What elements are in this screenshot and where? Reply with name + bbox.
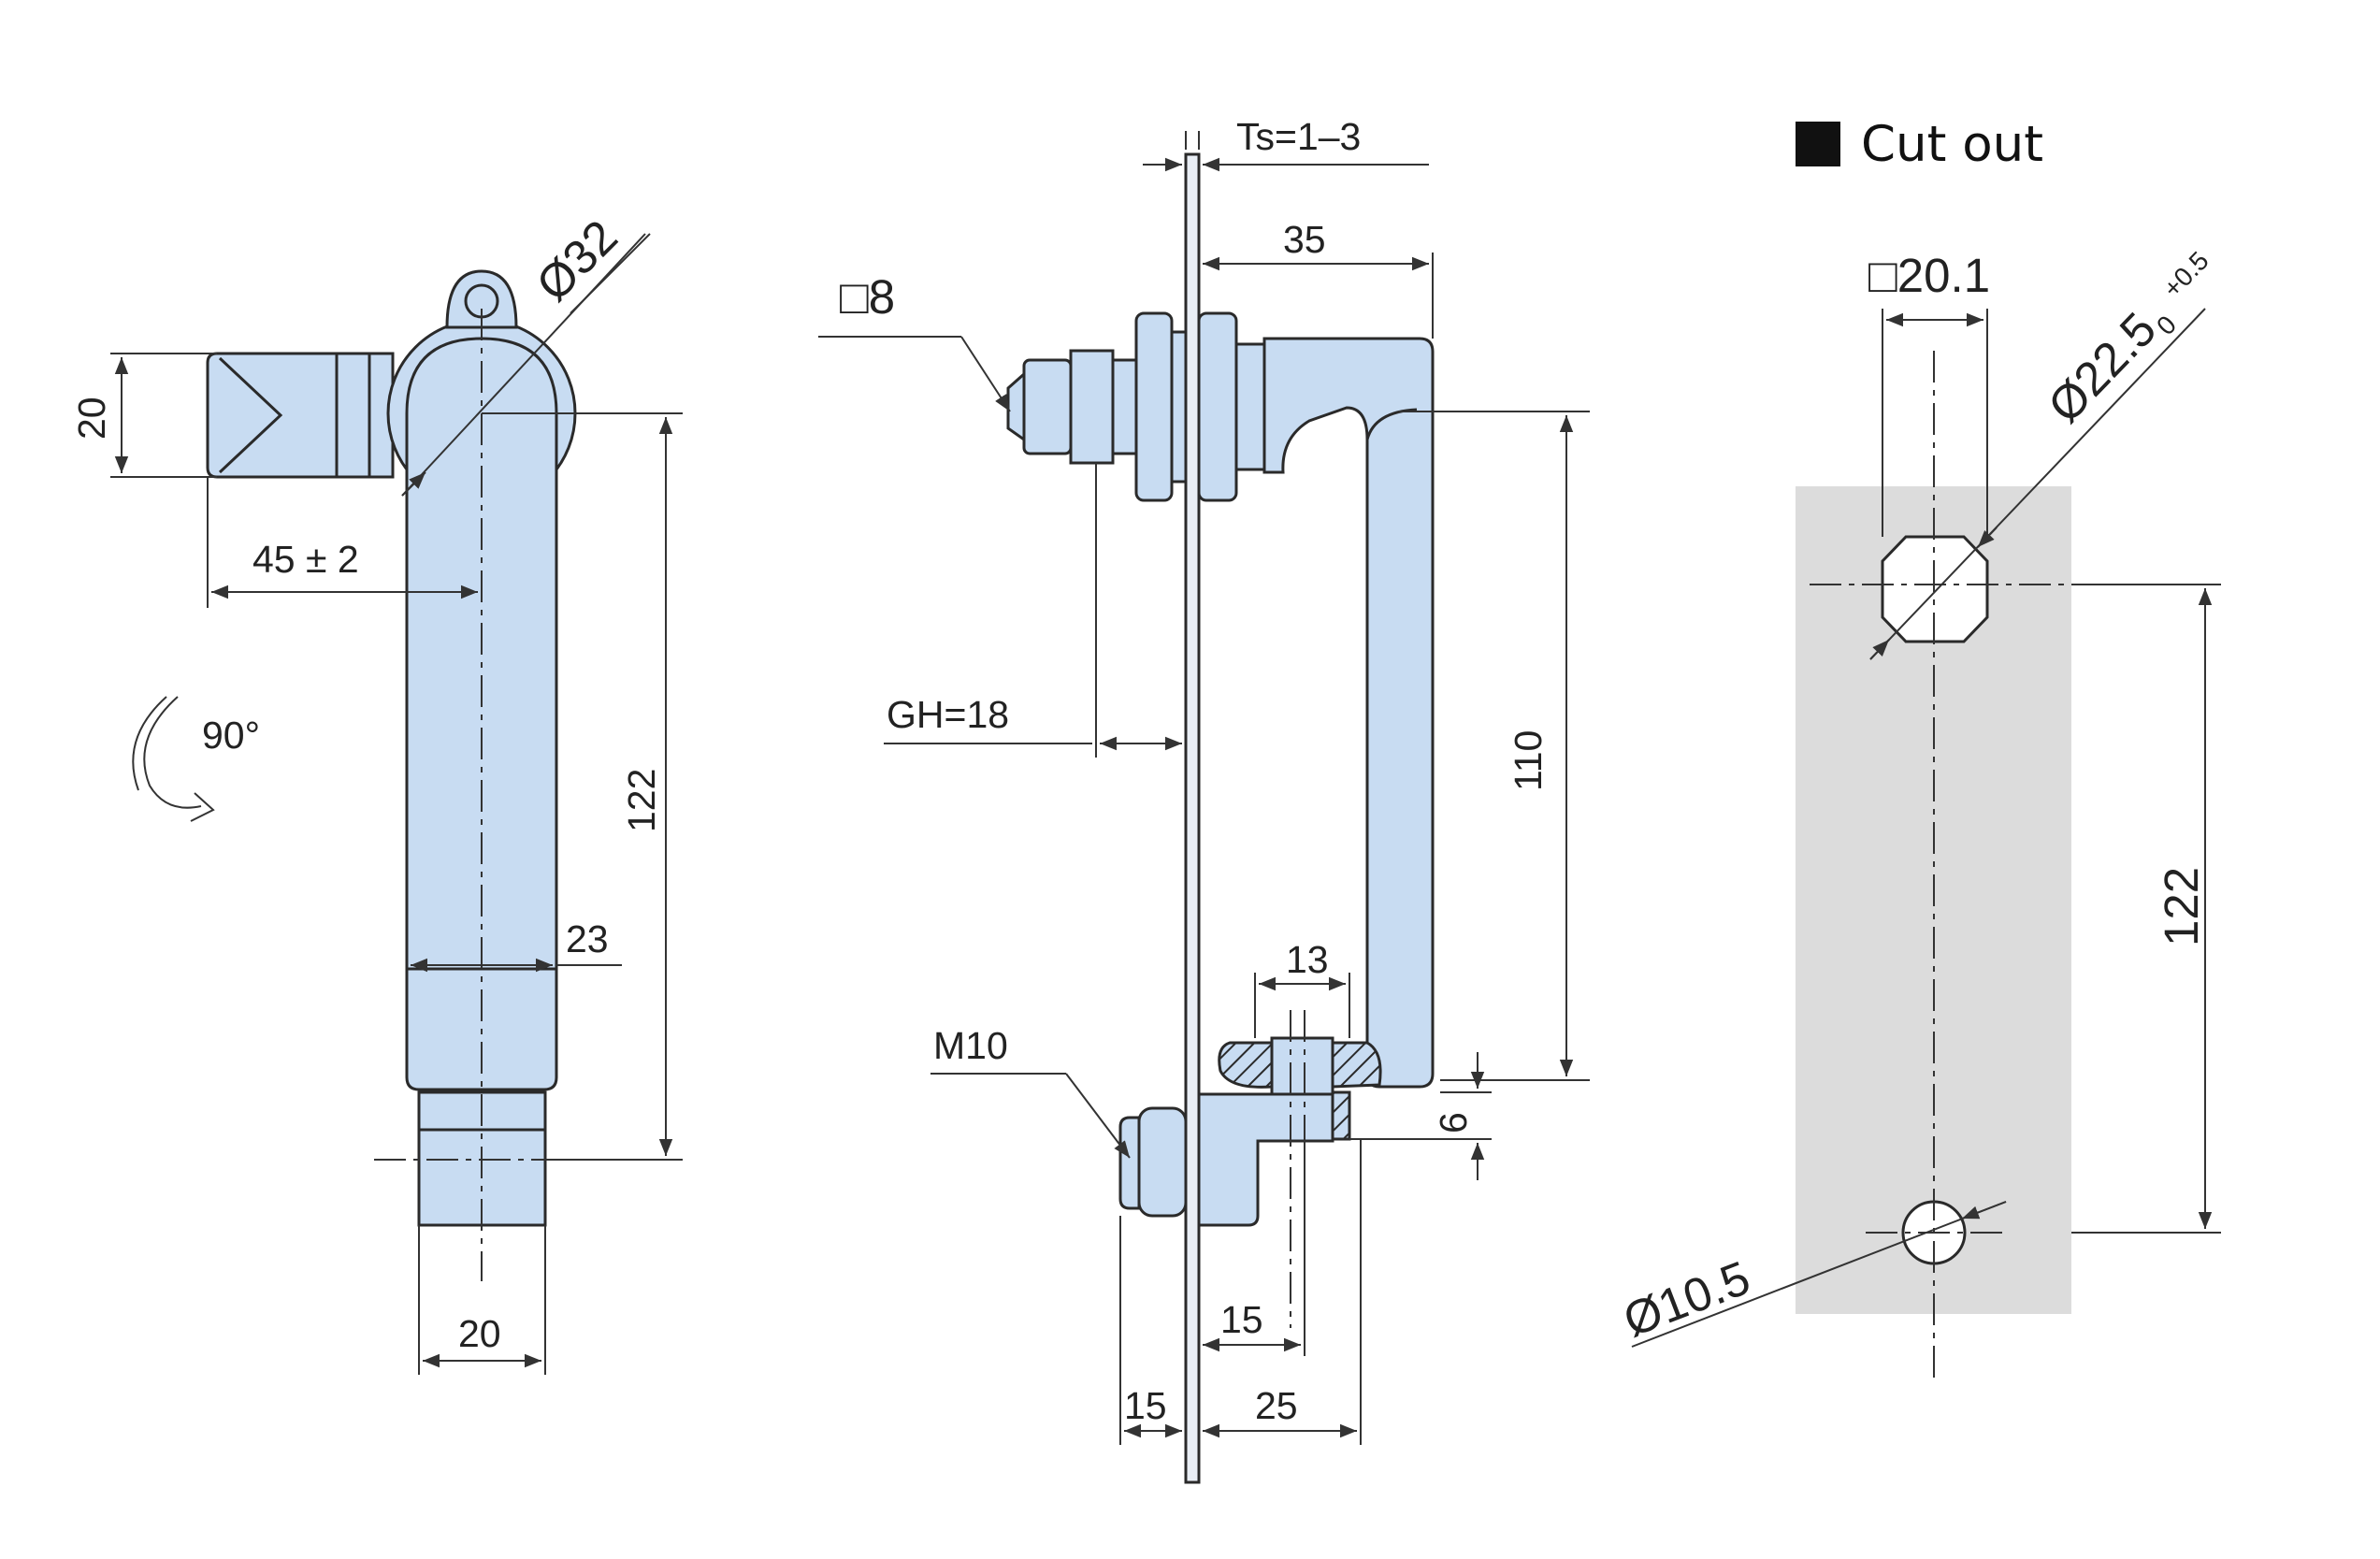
stud-length-label: 15 [1124, 1384, 1167, 1427]
m10-nut [1118, 1106, 1188, 1218]
rear-stud-assembly [1006, 311, 1188, 502]
dia-32-label: Ø32 [526, 209, 627, 310]
square-drive-label: □8 [840, 270, 895, 324]
legend-label: Cut out [1861, 116, 2043, 173]
cutout-square-label: □20.1 [1868, 249, 1990, 302]
handle-depth-label: 35 [1283, 218, 1326, 261]
grip-height-label: GH=18 [887, 693, 1009, 736]
grip-length-label: 110 [1507, 730, 1550, 791]
pitch-label: 122 [2155, 867, 2208, 946]
grip-handle [1197, 311, 1435, 1089]
rotation-arrow-icon [132, 696, 215, 822]
cutout-view: Cut out □20.1 Ø22.5 +0.5 0 122 Ø10.5 [1617, 116, 2221, 1379]
cam-bracket [1197, 1036, 1382, 1227]
head-height-label: 20 [70, 397, 113, 440]
body-width-label: 23 [566, 917, 609, 960]
handle-lever [206, 269, 577, 1227]
panel [1184, 152, 1201, 1484]
cam-reach-label: 25 [1255, 1384, 1298, 1427]
tolerance-upper-label: +0.5 [2157, 246, 2214, 303]
cam-thickness-label: 6 [1432, 1112, 1475, 1133]
length-122-label: 122 [620, 769, 663, 832]
panel-thickness-label: Ts=1–3 [1236, 115, 1361, 158]
side-view: Ts=1–3 35 □8 GH=18 110 13 6 M10 [818, 115, 1590, 1484]
rotation-label: 90° [202, 714, 260, 757]
offset-label: 45 ± 2 [252, 538, 359, 581]
cam-width-label: 13 [1286, 938, 1329, 981]
base-width-label: 20 [458, 1312, 501, 1355]
hole-dia-label: Ø10.5 [1617, 1250, 1757, 1347]
legend-square-icon [1796, 122, 1840, 166]
cutout-dia-label: Ø22.5 [2038, 302, 2167, 433]
cam-offset-label: 15 [1220, 1298, 1263, 1341]
front-view: Ø32 20 45 ± 2 122 23 20 90° [70, 209, 683, 1375]
thread-label: M10 [933, 1024, 1008, 1067]
